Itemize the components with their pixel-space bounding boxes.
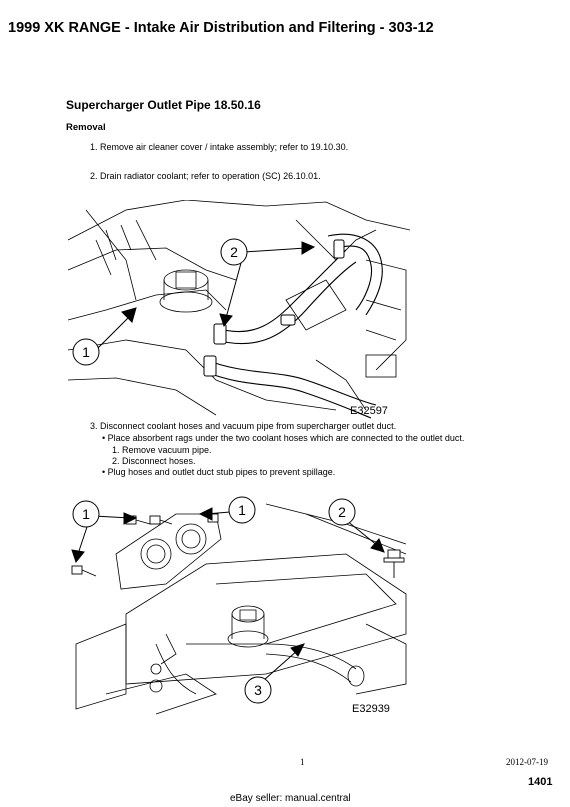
figure-2-illustration: 1 1 2 3 E32939 [71,496,407,715]
footer-date: 2012-07-19 [506,757,548,767]
figure-2-callout-1b: 1 [238,502,246,518]
step-3: 3. Disconnect coolant hoses and vacuum p… [90,421,397,431]
step-2: 2. Drain radiator coolant; refer to oper… [90,171,321,181]
step-1: 1. Remove air cleaner cover / intake ass… [90,142,349,152]
figure-1-callout-1: 1 [82,344,90,360]
section-title: Supercharger Outlet Pipe 18.50.16 [66,98,261,112]
footer-page-index: 1 [300,757,305,767]
step-3-substep-2: 2. Disconnect hoses. [112,456,196,466]
figure-1-code: E32597 [350,405,388,417]
step-3-bullet-2: • Plug hoses and outlet duct stub pipes … [102,467,336,477]
step-3-substep-1: 1. Remove vacuum pipe. [112,445,212,455]
figure-2-callout-1a: 1 [82,506,90,522]
figure-1-callout-2: 2 [230,244,238,260]
seller-credit: eBay seller: manual.central [230,793,351,804]
figure-2-callout-2: 2 [338,504,346,520]
page-number: 1401 [528,776,553,788]
figure-2-callout-3: 3 [254,682,262,698]
figure-2-code: E32939 [352,703,390,715]
step-3-bullet-1: • Place absorbent rags under the two coo… [102,433,465,443]
section-subtitle: Removal [66,122,106,133]
document-title: 1999 XK RANGE - Intake Air Distribution … [8,20,434,36]
figure-1-illustration: 1 2 E32597 [67,200,410,419]
